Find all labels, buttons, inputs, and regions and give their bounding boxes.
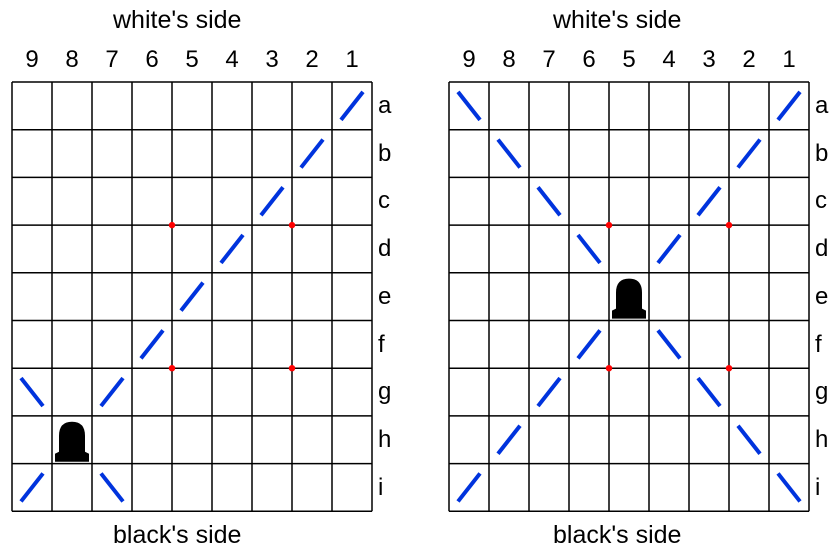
move-indicator [696,376,722,408]
rank-label-d: d [378,235,392,263]
file-label-9: 9 [462,46,476,73]
top-side-label: white's side [113,6,242,34]
move-indicator [456,90,482,122]
move-indicator [179,281,205,312]
move-indicator [696,186,722,217]
rank-label-d: d [815,235,829,263]
rank-label-a: a [815,92,829,119]
file-label-7: 7 [105,46,119,73]
file-label-1: 1 [345,46,359,73]
move-indicator [496,424,522,455]
move-indicator [19,472,45,503]
rank-label-h: h [378,425,392,453]
move-indicator [536,376,562,408]
star-points [168,221,296,372]
star-point [725,221,733,229]
file-label-4: 4 [225,46,239,73]
star-point [605,221,613,229]
move-indicator [776,472,802,503]
move-indicator [99,376,125,408]
rank-label-f: f [378,330,385,358]
move-indicators [456,90,802,503]
move-indicator [99,472,125,503]
bishop-piece-icon[interactable] [55,421,89,462]
rank-label-e: e [815,282,829,310]
rank-label-g: g [815,378,829,406]
move-indicator [456,472,482,503]
file-label-2: 2 [742,46,756,73]
file-label-8: 8 [65,46,79,73]
file-label-2: 2 [305,46,319,73]
file-label-9: 9 [25,46,39,73]
rank-label-i: i [815,473,821,501]
move-indicator [536,186,562,217]
file-label-5: 5 [185,46,199,73]
bottom-side-label: black's side [113,521,242,549]
file-label-5: 5 [622,46,636,73]
rank-label-g: g [378,378,392,406]
rank-label-b: b [378,139,392,167]
move-indicator [219,233,245,265]
star-point [168,221,176,229]
rank-label-a: a [378,92,392,119]
file-label-6: 6 [582,46,596,73]
file-label-1: 1 [782,46,796,73]
move-indicator [776,90,802,122]
file-label-8: 8 [502,46,516,73]
move-indicator [656,233,682,265]
rank-label-e: e [378,282,392,310]
move-indicator [656,329,682,360]
move-indicator [736,424,762,455]
star-points [605,221,733,372]
star-point [725,365,733,372]
rank-label-b: b [815,139,829,167]
bottom-side-label: black's side [553,521,682,549]
move-indicator [19,376,45,408]
file-label-6: 6 [145,46,159,73]
file-label-3: 3 [702,46,716,73]
star-point [168,365,176,372]
shogi-board-right [448,81,810,513]
rank-label-f: f [815,330,822,358]
move-indicator [339,90,365,122]
move-indicators [19,90,365,503]
file-label-7: 7 [542,46,556,73]
board-grid [11,81,373,513]
star-point [288,221,296,229]
move-indicator [576,329,602,360]
move-indicator [496,138,522,169]
bishop-piece-icon[interactable] [612,278,646,319]
star-point [605,365,613,372]
move-indicator [299,138,325,169]
rank-label-c: c [378,187,390,215]
rank-label-i: i [378,473,384,501]
move-indicator [259,186,285,217]
top-side-label: white's side [553,6,682,34]
move-indicator [736,138,762,169]
star-point [288,365,296,372]
shogi-board-left [11,81,373,513]
move-indicator [576,233,602,265]
move-indicator [139,329,165,360]
rank-label-h: h [815,425,829,453]
board-grid [448,81,810,513]
rank-label-c: c [815,187,827,215]
file-label-3: 3 [265,46,279,73]
file-label-4: 4 [662,46,676,73]
